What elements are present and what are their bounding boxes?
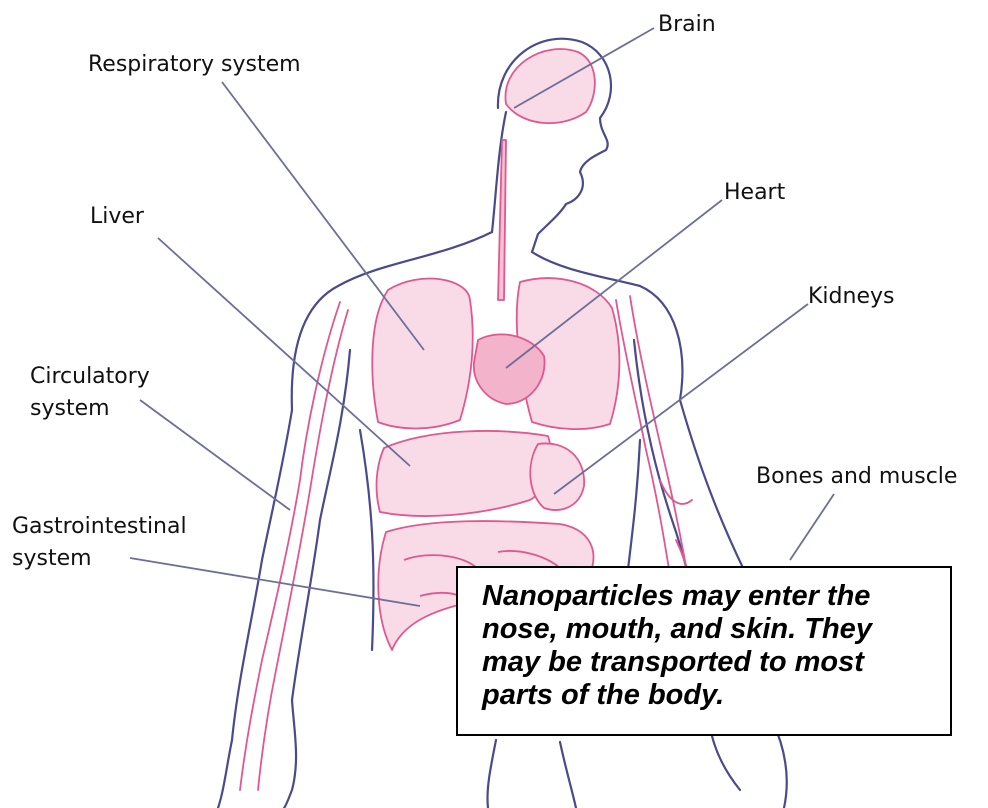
label-kidneys: Kidneys [808,284,894,310]
label-circulatory-line2: system [30,396,110,422]
leader-lines [130,28,834,606]
leader-respiratory [222,82,424,350]
nanoparticles-callout: Nanoparticles may enter the nose, mouth,… [456,566,952,736]
leader-circulatory [140,400,290,510]
label-brain: Brain [658,12,716,38]
organs [372,49,619,650]
label-heart: Heart [724,180,785,206]
label-gastrointestinal-line1: Gastrointestinal [12,514,187,540]
label-respiratory-system: Respiratory system [88,52,301,78]
label-bones-and-muscle: Bones and muscle [756,464,957,490]
label-gastrointestinal-line2: system [12,546,92,572]
leader-bones [790,494,834,560]
label-circulatory-line1: Circulatory [30,364,150,390]
liver-organ [377,431,552,516]
label-liver: Liver [90,204,144,230]
brain-organ [505,49,594,123]
leader-gastro [130,558,420,606]
